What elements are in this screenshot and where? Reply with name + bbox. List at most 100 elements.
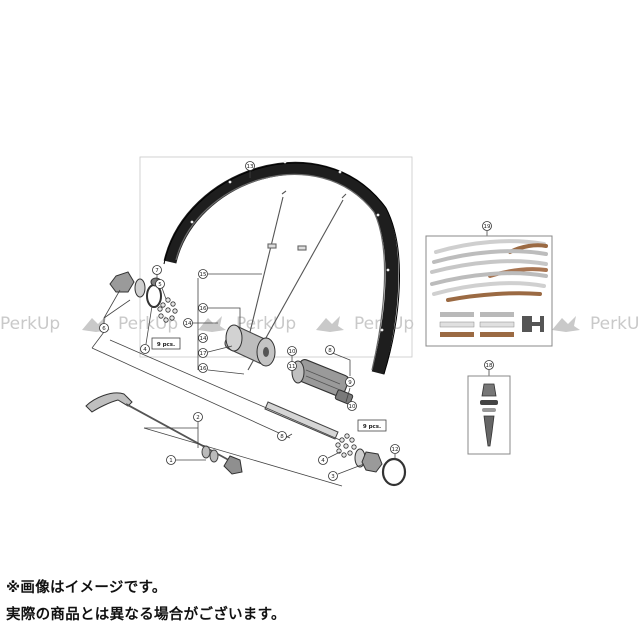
leader-line xyxy=(207,369,245,375)
nipple-strip xyxy=(479,321,515,328)
callout-3: 3 xyxy=(328,471,338,481)
ball-bearing xyxy=(172,308,178,314)
leader-line xyxy=(329,351,351,376)
callout-number: 13 xyxy=(247,164,254,170)
quantity-text: 9 pcs. xyxy=(363,424,381,430)
ball-bearing xyxy=(343,443,349,449)
ball-bearing xyxy=(341,452,347,458)
ball-bearing xyxy=(170,301,176,307)
leader-line xyxy=(91,347,291,439)
leader-line xyxy=(109,339,341,441)
callout-number: 9 xyxy=(348,380,352,386)
freehub-spline xyxy=(305,369,341,385)
leader-line xyxy=(327,451,341,459)
ball-bearing xyxy=(336,448,342,454)
ball-bearing xyxy=(163,317,169,323)
ball-bearing xyxy=(169,315,175,321)
spoke-set-brown xyxy=(446,291,542,302)
hub-axle xyxy=(264,401,339,440)
callout-circle xyxy=(193,412,203,422)
spoke-set-silver xyxy=(430,271,548,286)
watermark-text: PerkUp xyxy=(118,314,178,334)
callout-15: 15 xyxy=(198,269,208,279)
quick-release xyxy=(85,392,243,475)
callout-circle xyxy=(328,471,338,481)
qr-skewer xyxy=(125,403,237,465)
watermark-text: PerkUp xyxy=(0,314,60,334)
rim-spoke-hole xyxy=(283,160,287,164)
callout-6: 6 xyxy=(99,323,109,333)
callout-4-right: 4 xyxy=(318,455,328,465)
watermark-2: PerkUp xyxy=(82,314,178,334)
callout-16-b: 16 xyxy=(198,363,208,373)
spoke-set-silver xyxy=(430,259,548,274)
freehub-spline xyxy=(305,375,341,391)
valve-kit-box xyxy=(467,375,511,455)
bird-logo-icon xyxy=(316,316,344,332)
callout-circle xyxy=(347,401,357,411)
callout-circle xyxy=(484,360,494,370)
nipple-strip xyxy=(440,332,474,337)
spoke xyxy=(249,196,284,333)
callout-number: 16 xyxy=(200,366,207,372)
rim-arc xyxy=(163,161,399,375)
callout-number: 10 xyxy=(349,404,356,410)
qr-spring xyxy=(209,449,219,463)
lock-nut xyxy=(109,271,135,293)
callout-14-a: 14 xyxy=(183,318,193,328)
ball-bearing xyxy=(335,442,341,448)
ball-bearing-set xyxy=(335,433,357,458)
callout-13: 13 xyxy=(245,161,255,171)
leader-line xyxy=(208,307,241,328)
callout-circle xyxy=(318,455,328,465)
valve-ring xyxy=(480,400,498,405)
spoke-set-silver xyxy=(434,239,546,254)
quantity-label-left: 9 pcs. xyxy=(151,337,181,350)
callout-number: 6 xyxy=(102,326,106,332)
callout-9: 9 xyxy=(345,377,355,387)
callout-circle xyxy=(277,431,287,441)
freehub-body xyxy=(291,359,354,405)
watermark-4: PerkUp xyxy=(316,314,414,334)
callout-number: 12 xyxy=(392,447,399,453)
callout-18: 18 xyxy=(484,360,494,370)
callout-5: 5 xyxy=(155,279,165,289)
lock-nut xyxy=(361,451,383,473)
ball-bearing xyxy=(347,450,353,456)
callout-7: 7 xyxy=(152,265,162,275)
spoke-set-silver xyxy=(432,249,548,264)
bird-logo-icon xyxy=(552,316,580,332)
callout-8-a: 8 xyxy=(325,345,335,355)
callout-11: 11 xyxy=(287,361,297,371)
rim-spoke-hole xyxy=(338,170,342,174)
spoke-nipple xyxy=(297,245,307,251)
axle-rod xyxy=(264,401,339,440)
callout-circle xyxy=(198,333,208,343)
nipple-strip xyxy=(440,312,474,317)
ball-bearing xyxy=(339,437,345,443)
valve-stem xyxy=(483,415,495,447)
leader-line xyxy=(207,345,233,353)
callout-circle xyxy=(245,161,255,171)
quantity-text: 9 pcs. xyxy=(157,342,175,348)
right-cone-assembly xyxy=(335,433,407,487)
disclaimer-line-2: 実際の商品とは異なる場合がございます。 xyxy=(6,607,286,623)
spacer-washer xyxy=(134,278,146,298)
callout-4-left: 4 xyxy=(140,344,150,354)
callout-circle xyxy=(325,345,335,355)
callout-circle xyxy=(140,344,150,354)
qr-nut xyxy=(223,455,243,475)
callout-number: 3 xyxy=(331,474,335,480)
callout-17: 17 xyxy=(198,348,208,358)
callout-number: 19 xyxy=(484,224,491,230)
leader-line xyxy=(143,427,343,487)
callout-number: 2 xyxy=(196,415,200,421)
callout-number: 11 xyxy=(289,364,296,370)
quantity-frame xyxy=(357,419,387,432)
callout-circle xyxy=(198,269,208,279)
callout-circle xyxy=(390,444,400,454)
callout-number: 4 xyxy=(143,347,147,353)
callout-circle xyxy=(183,318,193,328)
callout-16-a: 16 xyxy=(198,303,208,313)
ball-bearing xyxy=(165,307,171,313)
